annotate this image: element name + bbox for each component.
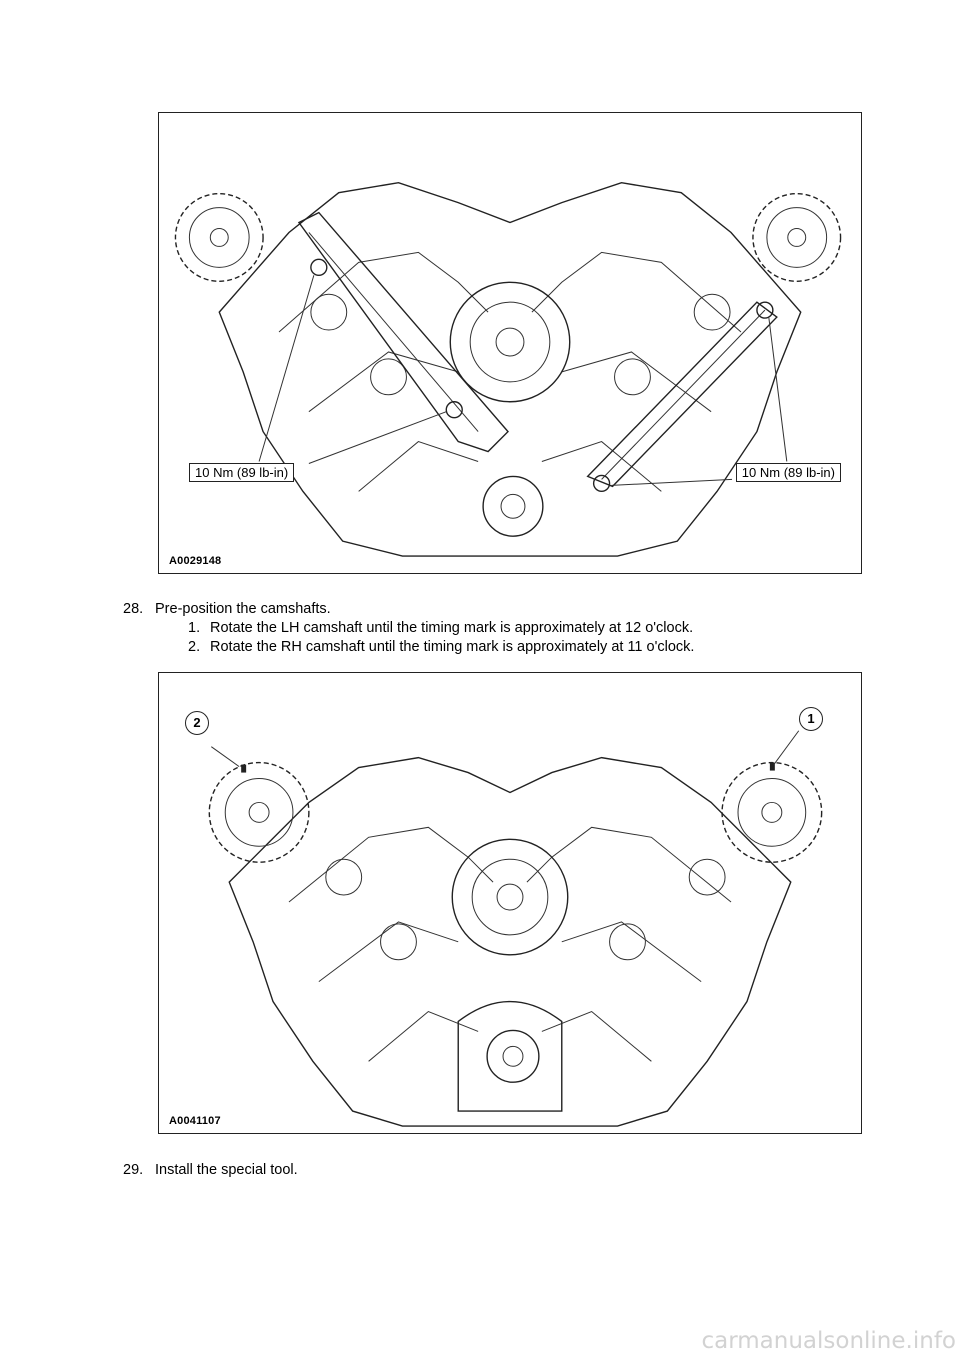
engine-figure-camshaft-position: 2 1 A0041107 [158, 672, 862, 1134]
substep-number: 2. [188, 639, 201, 655]
step-text: Pre-position the camshafts. [155, 601, 331, 617]
torque-callout-right: 10 Nm (89 lb-in) [735, 463, 841, 482]
engine-diagram-1 [174, 181, 842, 557]
figure-id: A0029148 [169, 555, 222, 567]
engine-figure-timing-chain-guides: 10 Nm (89 lb-in) 10 Nm (89 lb-in) A00291… [158, 112, 862, 574]
figure-id: A0041107 [169, 1115, 221, 1127]
step-number: 29. [123, 1162, 144, 1178]
engine-diagram-2 [208, 730, 823, 1127]
substep-number: 1. [188, 620, 201, 636]
step-number: 28. [123, 601, 144, 617]
substep-text: Rotate the LH camshaft until the timing … [210, 620, 694, 636]
step-text: Install the special tool. [155, 1162, 298, 1178]
step-28: 28. Pre-position the camshafts. [123, 600, 823, 619]
substep-2: 2. Rotate the RH camshaft until the timi… [188, 638, 888, 657]
callout-number-1: 1 [799, 707, 823, 731]
step-29: 29. Install the special tool. [123, 1161, 823, 1180]
watermark: carmanualsonline.info [701, 1328, 956, 1354]
substep-text: Rotate the RH camshaft until the timing … [210, 639, 695, 655]
substep-1: 1. Rotate the LH camshaft until the timi… [188, 619, 888, 638]
callout-number-2: 2 [185, 711, 209, 735]
torque-callout-left: 10 Nm (89 lb-in) [189, 463, 295, 482]
